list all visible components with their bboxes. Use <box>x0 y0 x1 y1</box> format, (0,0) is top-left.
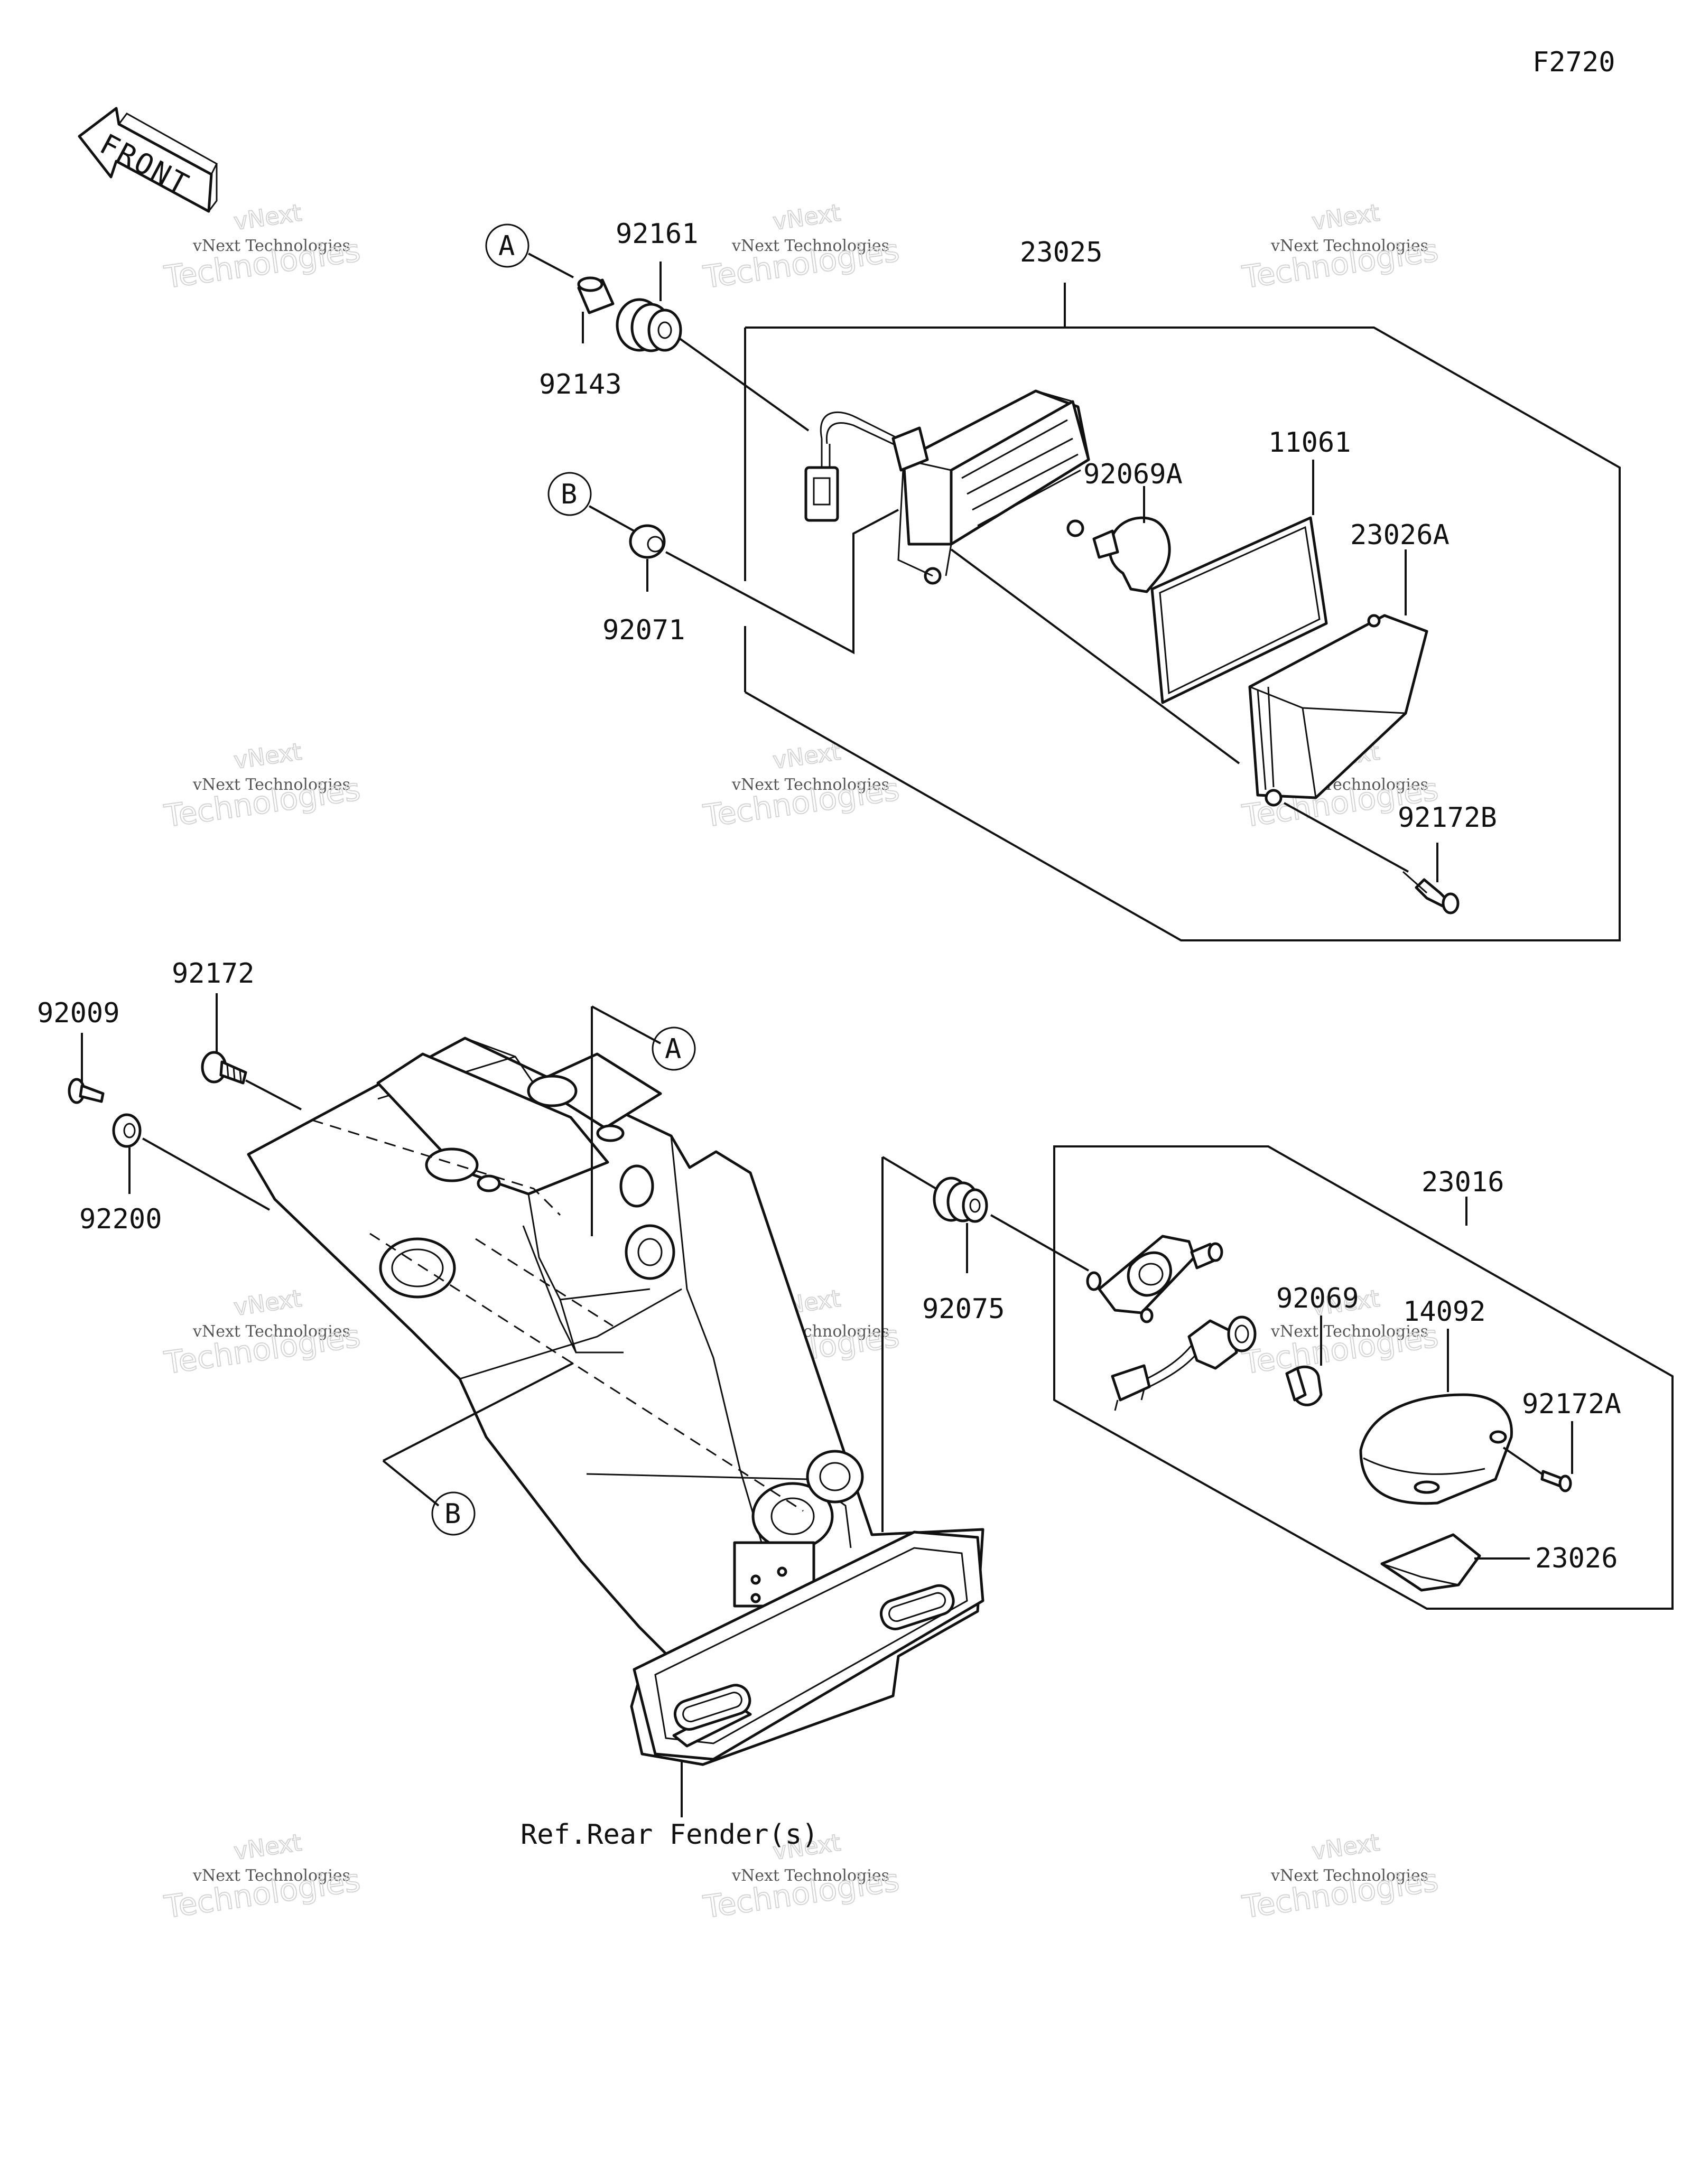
callout-a-label[interactable]: A <box>498 230 515 262</box>
part-number-23026[interactable]: 23026 <box>1535 1543 1618 1574</box>
figure-code: F2720 <box>1532 46 1615 78</box>
part-number-92161[interactable]: 92161 <box>616 218 699 250</box>
svg-text:vNext Technologies: vNext Technologies <box>1270 1866 1428 1885</box>
part-number-92075[interactable]: 92075 <box>922 1293 1005 1325</box>
callout-a2-label[interactable]: A <box>665 1033 681 1065</box>
part-number-23025[interactable]: 23025 <box>1020 237 1103 268</box>
grommet-92161[interactable] <box>616 298 682 352</box>
watermark: vNext Technologies vNext Technologies <box>161 1828 363 1926</box>
callout-b-circle <box>547 472 592 516</box>
part-number-92069[interactable]: 92069 <box>1276 1283 1359 1314</box>
assembly-bracket <box>745 326 1621 941</box>
watermark: vNext Technologies vNext Technologies <box>161 738 363 835</box>
watermark: vNext Technologies vNext Technologies <box>700 1828 902 1926</box>
part-number-92200[interactable]: 92200 <box>79 1203 162 1235</box>
washer-92200[interactable] <box>112 1113 142 1148</box>
bulb-92069[interactable] <box>1285 1365 1323 1406</box>
svg-text:vNext Technologies: vNext Technologies <box>731 237 889 255</box>
svg-text:vNext Technologies: vNext Technologies <box>192 776 350 794</box>
svg-text:vNext: vNext <box>232 1829 303 1865</box>
assembly-23025: 23025 A 92143 92161 <box>485 218 1621 941</box>
callout-b-label[interactable]: B <box>561 479 577 510</box>
svg-text:vNext Technologies: vNext Technologies <box>731 1866 889 1885</box>
watermark: vNext Technologies vNext Technologies <box>1239 1828 1441 1926</box>
callout-b2-circle <box>431 1491 476 1536</box>
bulb-92069A[interactable] <box>1092 516 1171 593</box>
grommet-92075[interactable] <box>933 1177 988 1223</box>
svg-text:vNext: vNext <box>1310 199 1381 235</box>
grommet-92071[interactable] <box>629 524 666 559</box>
collar-92143[interactable] <box>577 276 615 314</box>
gasket-11061[interactable] <box>1150 516 1328 704</box>
svg-text:vNext: vNext <box>232 199 303 235</box>
svg-text:vNext: vNext <box>771 199 842 235</box>
watermark: vNext Technologies vNext Technologies <box>700 738 902 835</box>
part-number-23016[interactable]: 23016 <box>1421 1166 1504 1198</box>
callout-a-circle <box>485 223 529 268</box>
svg-text:vNext Technologies: vNext Technologies <box>192 1866 350 1885</box>
screw-92172[interactable] <box>201 1051 247 1085</box>
part-number-92172[interactable]: 92172 <box>172 958 255 990</box>
front-arrow-icon: FRONT <box>78 107 218 213</box>
assembly-bracket-23016 <box>1053 1145 1674 1610</box>
part-number-23026A[interactable]: 23026A <box>1350 519 1450 551</box>
svg-text:vNext: vNext <box>1310 1829 1381 1865</box>
part-number-92172B[interactable]: 92172B <box>1398 802 1497 834</box>
lamp-socket[interactable] <box>1086 1235 1223 1323</box>
part-number-92069A[interactable]: 92069A <box>1083 459 1183 490</box>
fender-bracket-body[interactable] <box>247 1037 984 1766</box>
svg-text:vNext: vNext <box>771 738 842 774</box>
rear-fender-bracket: 92009 92200 92172 <box>37 958 984 1851</box>
part-number-92172A[interactable]: 92172A <box>1522 1388 1621 1420</box>
lens-23026A[interactable] <box>1248 614 1428 807</box>
watermark: vNext Technologies vNext Technologies <box>161 199 363 296</box>
reflector-23026[interactable] <box>1380 1533 1481 1592</box>
svg-text:vNext Technologies: vNext Technologies <box>1270 1322 1428 1341</box>
part-number-14092[interactable]: 14092 <box>1403 1296 1486 1328</box>
lamp-housing[interactable] <box>804 389 1090 585</box>
part-number-92143[interactable]: 92143 <box>539 369 622 400</box>
lens-cover-14092[interactable] <box>1359 1393 1513 1505</box>
svg-text:vNext Technologies: vNext Technologies <box>192 237 350 255</box>
watermark: vNext Technologies vNext Technologies <box>161 1284 363 1382</box>
callout-b2-label[interactable]: B <box>444 1498 461 1530</box>
part-number-92009[interactable]: 92009 <box>37 997 120 1029</box>
part-number-92071[interactable]: 92071 <box>602 614 685 646</box>
svg-text:vNext: vNext <box>232 1285 303 1321</box>
svg-text:vNext: vNext <box>232 738 303 774</box>
svg-text:vNext Technologies: vNext Technologies <box>192 1322 350 1341</box>
svg-text:vNext Technologies: vNext Technologies <box>731 776 889 794</box>
watermark: vNext Technologies vNext Technologies <box>700 199 902 296</box>
reference-label[interactable]: Ref.Rear Fender(s) <box>521 1819 819 1851</box>
screw-92009[interactable] <box>68 1078 105 1104</box>
screw-92172B[interactable] <box>1402 871 1460 914</box>
screw-92172A[interactable] <box>1540 1470 1572 1492</box>
assembly-23016: 23016 92075 <box>881 1145 1674 1610</box>
lamp-wire[interactable] <box>1111 1315 1257 1411</box>
part-number-11061[interactable]: 11061 <box>1268 427 1351 459</box>
callout-a2-circle <box>652 1026 696 1071</box>
watermark: vNext Technologies vNext Technologies <box>1239 199 1441 296</box>
svg-text:vNext Technologies: vNext Technologies <box>1270 237 1428 255</box>
